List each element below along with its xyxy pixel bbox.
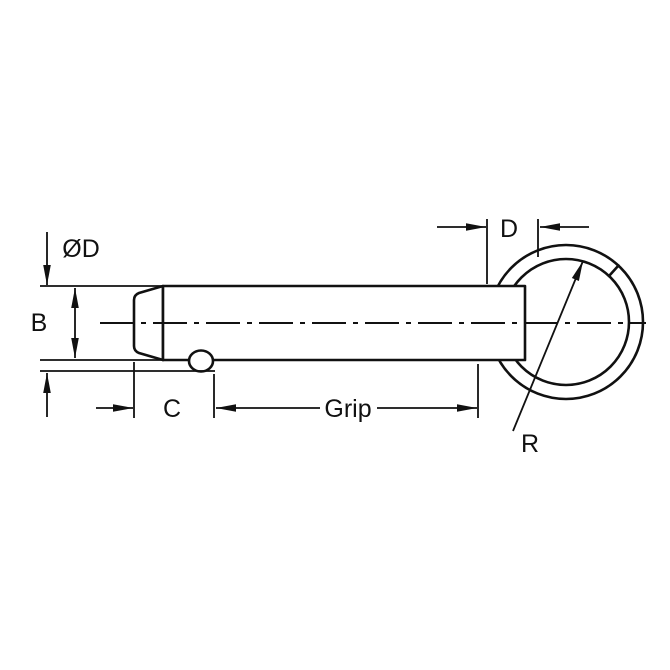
r-label: R [521, 430, 539, 458]
d-label: D [500, 215, 518, 243]
dimension-grip: Grip [216, 364, 479, 423]
b-label: B [31, 309, 48, 337]
dimension-d: D [437, 215, 589, 284]
detent-ball [187, 349, 215, 373]
dimension-b: B [31, 288, 163, 361]
r-leader-arrow [512, 260, 584, 432]
od-label: ØD [62, 235, 100, 263]
dimension-od: ØD [40, 232, 215, 417]
key-ring-gap-mark [607, 264, 620, 278]
c-label: C [163, 395, 181, 423]
pin-tip [132, 284, 165, 362]
dimension-c: C [96, 362, 215, 423]
grip-label: Grip [324, 395, 371, 423]
pin [132, 284, 527, 373]
dimension-r: R [512, 260, 584, 458]
